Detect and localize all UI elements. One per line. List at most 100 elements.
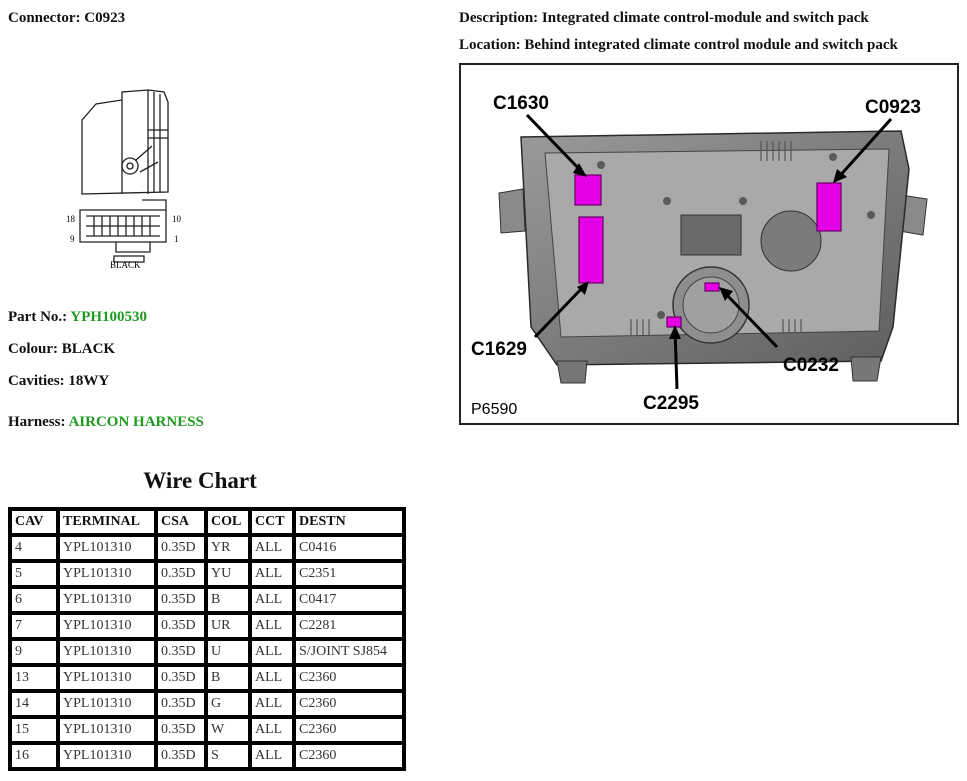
cell-cav: 5 (10, 561, 58, 587)
cell-csa: 0.35D (156, 665, 206, 691)
header-csa: CSA (156, 509, 206, 535)
cell-destn: C0416 (294, 535, 404, 561)
cell-csa: 0.35D (156, 639, 206, 665)
cell-col: G (206, 691, 250, 717)
cavities-value: 18WY (68, 373, 110, 389)
pin-label-18: 18 (66, 214, 76, 224)
description-value: Integrated climate control-module and sw… (541, 10, 869, 26)
cell-cav: 4 (10, 535, 58, 561)
colour-tag: BLACK (110, 260, 141, 270)
cell-terminal: YPL101310 (58, 535, 156, 561)
callout-c1629: C1629 (471, 339, 527, 360)
part-number-line: Part No.: YPH100530 (8, 309, 147, 326)
cell-destn: C2360 (294, 743, 404, 769)
cavities-line: Cavities: 18WY (8, 373, 109, 390)
pin-label-1: 1 (174, 234, 179, 244)
colour-value: BLACK (61, 341, 116, 357)
cell-cct: ALL (250, 743, 294, 769)
cell-cct: ALL (250, 717, 294, 743)
cell-cct: ALL (250, 691, 294, 717)
cell-cct: ALL (250, 535, 294, 561)
cell-destn: S/JOINT SJ854 (294, 639, 404, 665)
connector-drawing-svg: 18 10 9 1 BLACK (66, 89, 182, 270)
callout-c2295: C2295 (643, 393, 699, 414)
location-line: Location: Behind integrated climate cont… (459, 37, 898, 54)
pin-label-10: 10 (172, 214, 182, 224)
c0923-highlight (816, 182, 842, 232)
cell-cav: 13 (10, 665, 58, 691)
c2295-highlight (666, 316, 682, 328)
cell-terminal: YPL101310 (58, 587, 156, 613)
cell-terminal: YPL101310 (58, 743, 156, 769)
cell-cav: 15 (10, 717, 58, 743)
callout-c0923: C0923 (865, 97, 921, 118)
cell-csa: 0.35D (156, 561, 206, 587)
connector-label: Connector: (8, 10, 81, 26)
cell-cct: ALL (250, 613, 294, 639)
cell-col: S (206, 743, 250, 769)
cell-destn: C2281 (294, 613, 404, 639)
cell-destn: C2360 (294, 717, 404, 743)
cell-cav: 7 (10, 613, 58, 639)
connector-line: Connector: C0923 (8, 10, 125, 27)
cell-col: B (206, 665, 250, 691)
location-value: Behind integrated climate control module… (524, 37, 898, 53)
cavities-label: Cavities: (8, 373, 65, 389)
cell-cav: 6 (10, 587, 58, 613)
connector-drawing: 18 10 9 1 BLACK (60, 82, 200, 277)
cell-col: B (206, 587, 250, 613)
cell-col: YR (206, 535, 250, 561)
cell-col: U (206, 639, 250, 665)
cell-cct: ALL (250, 587, 294, 613)
header-cct: CCT (250, 509, 294, 535)
cell-col: YU (206, 561, 250, 587)
cell-cct: ALL (250, 561, 294, 587)
header-col: COL (206, 509, 250, 535)
cell-cct: ALL (250, 665, 294, 691)
cell-cav: 9 (10, 639, 58, 665)
location-label: Location: (459, 37, 521, 53)
cell-terminal: YPL101310 (58, 665, 156, 691)
cell-csa: 0.35D (156, 535, 206, 561)
c0232-highlight (704, 282, 720, 292)
header-cav: CAV (10, 509, 58, 535)
c1629-highlight (578, 216, 604, 284)
cell-cav: 14 (10, 691, 58, 717)
c1630-highlight (574, 174, 602, 206)
module-illustration (498, 113, 928, 390)
cell-destn: C2360 (294, 691, 404, 717)
colour-line: Colour: BLACK (8, 341, 115, 358)
description-line: Description: Integrated climate control-… (459, 10, 869, 27)
header-destn: DESTN (294, 509, 404, 535)
cell-terminal: YPL101310 (58, 561, 156, 587)
cell-col: W (206, 717, 250, 743)
wire-chart-header-row: CAV TERMINAL CSA COL CCT DESTN (10, 509, 404, 535)
cell-col: UR (206, 613, 250, 639)
figure-reference: P6590 (471, 401, 518, 418)
wire-chart-title: Wire Chart (143, 468, 257, 493)
harness-link[interactable]: AIRCON HARNESS (68, 414, 204, 430)
cell-destn: C0417 (294, 587, 404, 613)
description-label: Description: (459, 10, 539, 26)
colour-label: Colour: (8, 341, 58, 357)
cell-cav: 16 (10, 743, 58, 769)
cell-terminal: YPL101310 (58, 691, 156, 717)
cell-csa: 0.35D (156, 717, 206, 743)
connector-value: C0923 (84, 10, 126, 26)
cell-terminal: YPL101310 (58, 613, 156, 639)
cell-terminal: YPL101310 (58, 639, 156, 665)
part-number-link[interactable]: YPH100530 (70, 309, 148, 325)
part-number-label: Part No.: (8, 309, 68, 325)
location-photo: C1630 C0923 C1629 C0232 C2295 P6590 (459, 63, 959, 425)
harness-line: Harness: AIRCON HARNESS (8, 414, 204, 431)
cell-csa: 0.35D (156, 613, 206, 639)
